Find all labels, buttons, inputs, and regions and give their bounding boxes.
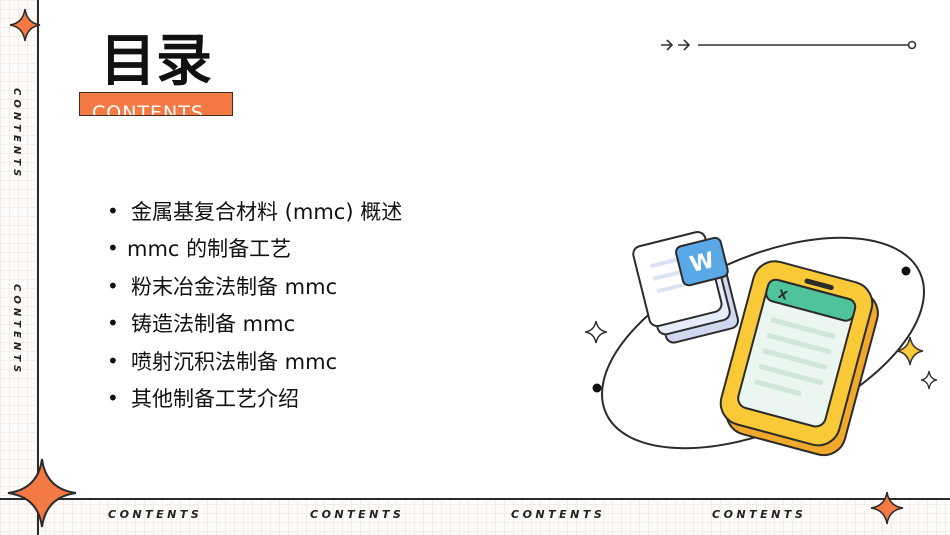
sparkle-icon: [870, 491, 904, 525]
list-item-label: 其他制备工艺介绍: [131, 387, 299, 412]
word-document-icon: W: [632, 230, 739, 344]
bottom-border-line: [0, 498, 950, 500]
side-label: CONTENTS: [11, 284, 22, 377]
subtitle-text: CONTENTS: [92, 102, 204, 116]
bottom-label: CONTENTS: [511, 508, 606, 521]
list-item: • 铸造法制备 mmc: [107, 305, 402, 343]
list-item: • 金属基复合材料 (mmc) 概述: [107, 192, 402, 230]
list-item: • 喷射沉积法制备 mmc: [107, 342, 402, 380]
bullet: •: [107, 236, 119, 261]
page-title: 目录: [100, 29, 212, 94]
list-item: • mmc 的制备工艺: [107, 230, 402, 268]
bullet: •: [107, 348, 119, 373]
bullet: •: [107, 311, 119, 336]
bottom-label: CONTENTS: [310, 508, 405, 521]
list-item-label: 喷射沉积法制备 mmc: [131, 349, 338, 374]
subtitle-badge: CONTENTS: [79, 92, 233, 116]
side-label: CONTENTS: [11, 88, 22, 181]
left-border-line: [37, 0, 39, 535]
documents-illustration: W X: [584, 230, 938, 457]
list-item-label: 粉末冶金法制备 mmc: [131, 274, 338, 299]
svg-text:W: W: [687, 248, 717, 278]
sparkle-icon: [9, 8, 41, 42]
svg-text:X: X: [777, 287, 790, 303]
sparkle-icon: [7, 458, 77, 528]
bullet: •: [107, 273, 119, 298]
list-item: • 粉末冶金法制备 mmc: [107, 267, 402, 305]
list-item-label: mmc 的制备工艺: [127, 237, 292, 262]
list-item-label: 铸造法制备 mmc: [131, 312, 296, 337]
bullet: •: [107, 386, 119, 411]
bullet: •: [107, 198, 119, 223]
bottom-label: CONTENTS: [712, 508, 807, 521]
list-item-label: 金属基复合材料 (mmc) 概述: [131, 199, 403, 224]
contents-list: • 金属基复合材料 (mmc) 概述 • mmc 的制备工艺 • 粉末冶金法制备 mm…: [107, 192, 402, 417]
arrow-line-icon: [661, 39, 917, 51]
list-item: • 其他制备工艺介绍: [107, 380, 402, 418]
bottom-label: CONTENTS: [108, 508, 203, 521]
spreadsheet-icon: X: [719, 260, 879, 457]
